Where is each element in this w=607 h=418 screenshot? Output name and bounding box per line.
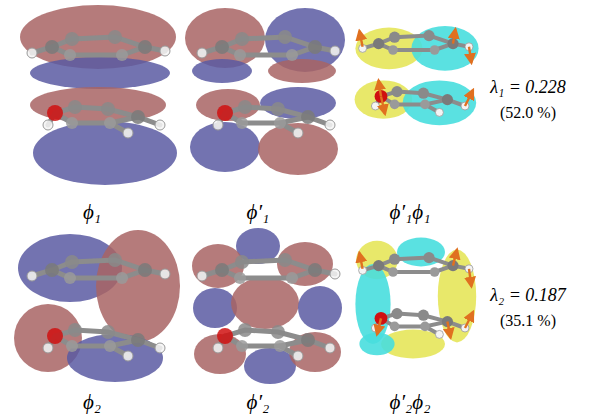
density-phi1	[355, 26, 479, 125]
percentage-label: (35.1 %)	[500, 311, 556, 330]
illustration-part	[27, 253, 170, 361]
illustration-part	[453, 29, 455, 43]
illustration-part	[197, 30, 340, 138]
orbital-label: ϕ′₁ϕ₁	[390, 200, 431, 225]
illustration-part	[298, 286, 342, 330]
illustration-part	[268, 59, 336, 83]
illustration-part	[359, 253, 362, 269]
illustration-part	[190, 122, 260, 172]
orbital-label: ϕ′₂	[247, 390, 270, 415]
illustration-part	[359, 30, 473, 116]
illustration-part	[377, 318, 381, 334]
orbital-phi1	[20, 5, 177, 185]
illustration-part	[355, 264, 390, 344]
illustration-part	[192, 59, 252, 83]
illustration-part	[193, 288, 237, 328]
orbital-label: ϕ₁	[83, 200, 101, 225]
illustration-part	[359, 31, 362, 47]
illustration-part	[447, 322, 450, 338]
illustration-part	[359, 333, 394, 355]
density-phi2	[355, 238, 476, 359]
illustration-part	[469, 47, 471, 63]
orbital-label: ϕ′₁	[247, 200, 270, 225]
orbital-phi1-prime	[185, 8, 345, 175]
illustration-part	[379, 80, 381, 96]
illustration-part	[33, 121, 177, 185]
illustration-part	[381, 96, 385, 114]
orbital-label: ϕ₂	[83, 390, 101, 415]
illustration-part	[359, 252, 473, 338]
eigenvalue-label: λ₂ = 0.187	[490, 285, 566, 307]
percentage-label: (52.0 %)	[500, 103, 556, 122]
illustration-part	[27, 30, 170, 138]
illustration-part	[359, 250, 473, 338]
illustration-part	[30, 57, 170, 89]
illustration-part	[359, 29, 473, 114]
illustration-part	[453, 250, 457, 266]
orbital-phi2	[14, 230, 180, 382]
orbital-label: ϕ′₂ϕ₂	[390, 390, 431, 415]
illustration-part	[465, 90, 473, 106]
illustration-part	[469, 269, 471, 287]
illustration-part	[465, 312, 473, 328]
illustration-part	[197, 253, 340, 361]
orbital-phi2-prime	[192, 228, 342, 384]
eigenvalue-label: λ₁ = 0.228	[490, 77, 566, 99]
illustration-part	[231, 277, 299, 329]
